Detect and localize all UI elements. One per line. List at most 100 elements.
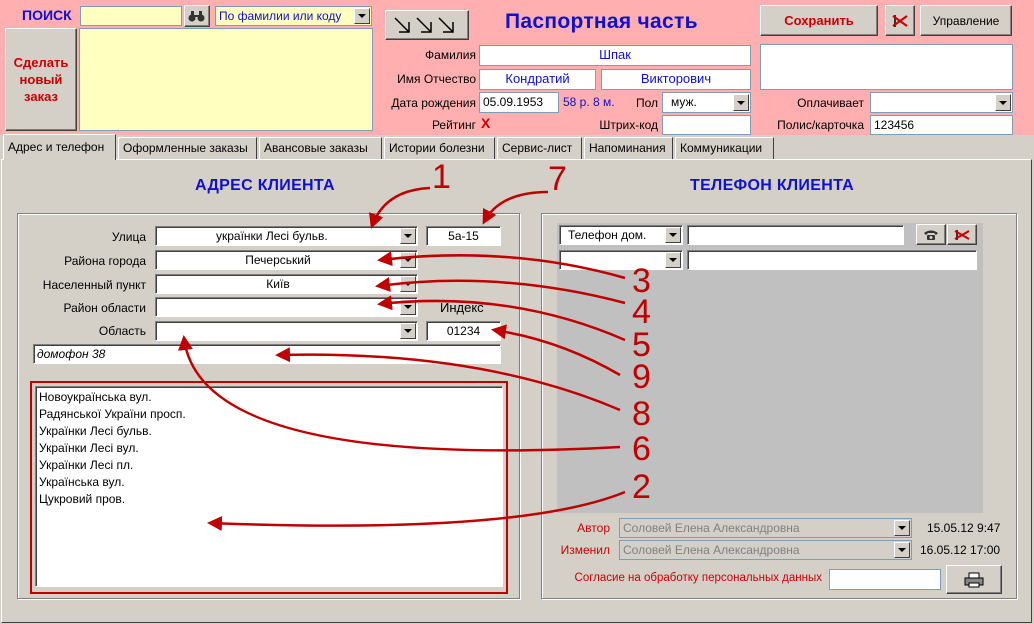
chevron-down-icon: [995, 94, 1011, 111]
manage-button[interactable]: Управление: [920, 5, 1012, 36]
chevron-down-icon: [400, 252, 416, 268]
new-order-label: Сделать новый заказ: [13, 55, 69, 104]
call-button[interactable]: [916, 224, 946, 245]
birth-date-field[interactable]: 05.09.1953: [479, 92, 559, 113]
phone-type-select-1[interactable]: Телефон дом.: [559, 225, 683, 245]
callout-4: 4: [632, 293, 651, 331]
suggestion-item[interactable]: Новоукраїнська вул.: [39, 390, 152, 404]
save-button[interactable]: Сохранить: [760, 5, 878, 36]
chevron-down-icon: [400, 228, 416, 244]
region-district-label: Район области: [63, 301, 147, 315]
callout-5: 5: [632, 326, 651, 364]
payer-select[interactable]: [870, 92, 1013, 113]
tab-address-phone[interactable]: Адрес и телефон: [3, 134, 116, 160]
cancel-button[interactable]: [885, 5, 915, 36]
address-note-field[interactable]: домофон 38: [33, 344, 501, 364]
street-select[interactable]: українки Лесі бульв.: [155, 226, 418, 246]
search-input[interactable]: [80, 6, 182, 26]
suggestion-item[interactable]: Радянської України просп.: [39, 407, 186, 421]
chevron-down-icon: [894, 542, 910, 558]
phone-list-area: [557, 223, 983, 513]
notes-field[interactable]: [760, 44, 1013, 90]
sex-value: муж.: [671, 95, 697, 109]
city-label: Населенный пункт: [42, 278, 146, 292]
birth-date-label: Дата рождения: [391, 96, 476, 110]
street-suggestions-list[interactable]: Новоукраїнська вул. Радянської України п…: [35, 386, 503, 587]
policy-field[interactable]: 123456: [870, 115, 1013, 135]
barcode-field[interactable]: [662, 115, 751, 135]
chevron-down-icon: [400, 299, 416, 315]
callout-1: 1: [432, 158, 451, 196]
phone-title: ТЕЛЕФОН КЛИЕНТА: [690, 177, 854, 194]
region-select[interactable]: [155, 321, 418, 341]
chevron-down-icon: [400, 276, 416, 292]
callout-9: 9: [632, 358, 651, 396]
suggestion-item[interactable]: Українська вул.: [39, 475, 125, 489]
tab-orders[interactable]: Оформленные заказы: [118, 137, 257, 159]
name-label: Имя Отчество: [397, 72, 476, 86]
chevron-down-icon: [733, 94, 749, 111]
rating-value: X: [481, 115, 491, 131]
navigate-arrows-button[interactable]: [385, 10, 469, 40]
author-label: Автор: [577, 521, 610, 535]
tab-page: [1, 159, 1032, 623]
search-label: ПОИСК: [22, 7, 72, 23]
payer-label: Оплачивает: [797, 96, 864, 110]
barcode-label: Штрих-код: [599, 118, 658, 132]
tab-reminders[interactable]: Напоминания: [584, 137, 673, 159]
search-button[interactable]: [184, 5, 210, 27]
chevron-down-icon: [665, 227, 681, 243]
index-label: Индекс: [440, 300, 484, 315]
rating-label: Рейтинг: [431, 118, 476, 132]
search-results-box[interactable]: [79, 28, 373, 131]
first-name-field[interactable]: Кондратий: [479, 69, 596, 90]
new-order-button[interactable]: Сделать новый заказ: [5, 28, 77, 131]
consent-field[interactable]: [829, 569, 941, 590]
district-select[interactable]: Печерський: [155, 250, 418, 270]
callout-8: 8: [632, 395, 651, 433]
sex-select[interactable]: муж.: [662, 92, 751, 113]
arrows-icon: [394, 17, 454, 33]
surname-field[interactable]: Шпак: [479, 45, 751, 66]
editor-label: Изменил: [560, 543, 610, 557]
suggestion-item[interactable]: Українки Лесі пл.: [39, 458, 134, 472]
phone-icon: [924, 230, 938, 240]
callout-2: 2: [632, 468, 651, 506]
chevron-down-icon: [354, 8, 370, 24]
phone-number-field-1[interactable]: [687, 225, 904, 245]
search-mode-select[interactable]: По фамилии или коду: [215, 6, 372, 26]
tab-advance-orders[interactable]: Авансовые заказы: [259, 137, 382, 159]
author-time: 15.05.12 9:47: [927, 521, 1001, 535]
suggestion-item[interactable]: Українки Лесі вул.: [39, 441, 139, 455]
street-value: українки Лесі бульв.: [216, 229, 328, 243]
suggestion-item[interactable]: Українки Лесі бульв.: [39, 424, 152, 438]
editor-time: 16.05.12 17:00: [920, 543, 1001, 557]
delete-phone-button[interactable]: [947, 224, 977, 245]
region-label: Область: [98, 324, 146, 338]
callout-7: 7: [548, 160, 567, 198]
tab-medical-history[interactable]: Истории болезни: [384, 137, 495, 159]
tab-service-list[interactable]: Сервис-лист: [497, 137, 582, 159]
search-mode-value: По фамилии или коду: [219, 9, 342, 23]
address-title: АДРЕС КЛИЕНТА: [195, 177, 335, 194]
policy-label: Полис/карточка: [777, 118, 864, 132]
phone-number-field-2[interactable]: [687, 250, 977, 270]
print-button[interactable]: [946, 565, 1002, 594]
index-field[interactable]: 01234: [426, 321, 501, 341]
suggestion-item[interactable]: Цукровий пров.: [39, 492, 126, 506]
patronymic-field[interactable]: Викторович: [601, 69, 751, 90]
printer-icon: [964, 572, 984, 587]
age-text: 58 р. 8 м.: [563, 95, 615, 109]
author-select[interactable]: Соловей Елена Александровна: [619, 518, 912, 538]
region-district-select[interactable]: [155, 297, 418, 317]
save-label: Сохранить: [784, 13, 854, 28]
phone-type-select-2[interactable]: [559, 250, 683, 270]
editor-select[interactable]: Соловей Елена Александровна: [619, 540, 912, 560]
city-select[interactable]: Київ: [155, 274, 418, 294]
surname-label: Фамилия: [425, 48, 476, 62]
house-field[interactable]: 5а-15: [426, 226, 501, 246]
consent-label: Согласие на обработку персональных данны…: [574, 572, 822, 584]
district-label: Района города: [64, 254, 146, 268]
manage-label: Управление: [932, 13, 1000, 28]
tab-communications[interactable]: Коммуникации: [675, 137, 774, 159]
